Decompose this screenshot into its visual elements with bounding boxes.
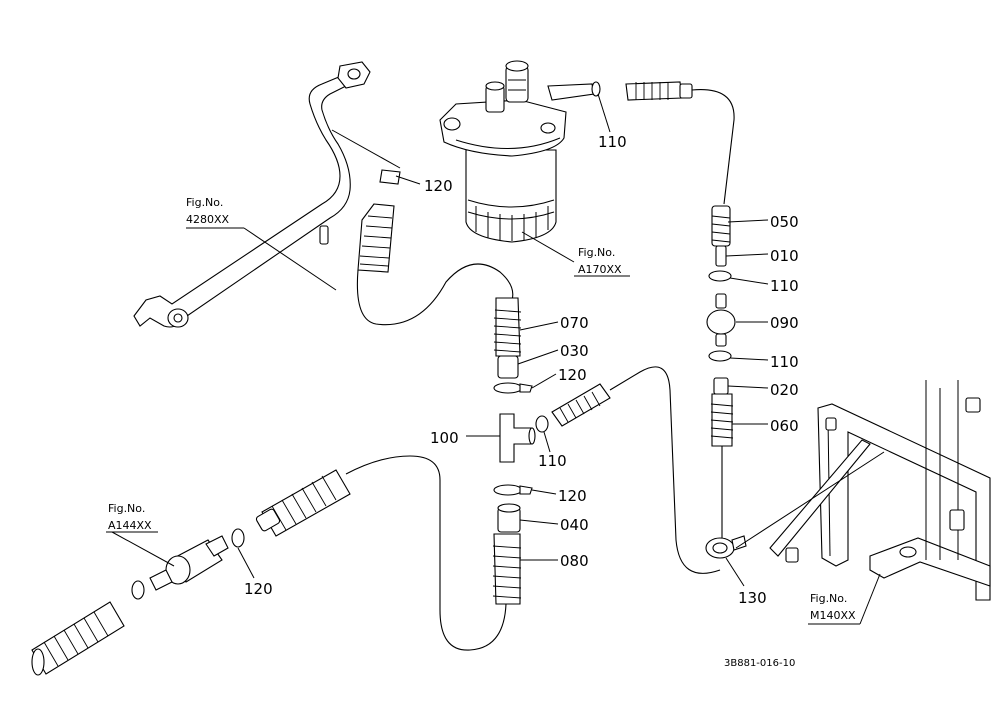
figure-references: Fig.No. 4280XX Fig.No. A170XX Fig.No. A1… (108, 196, 856, 622)
fig-ref-m140-number: M140XX (810, 609, 856, 622)
part-label-120-center-lower: 120 (558, 487, 587, 505)
drawing-code: 3B881-016-10 (724, 658, 795, 669)
fig-ref-4280-heading: Fig.No. (186, 196, 223, 209)
part-label-110-right-lower: 110 (770, 353, 799, 371)
injection-pipe-assembly (133, 61, 371, 328)
part-label-030: 030 (560, 342, 589, 360)
part-label-060: 060 (770, 417, 799, 435)
fuel-filter-assembly (439, 60, 601, 243)
part-label-080: 080 (560, 552, 589, 570)
frame-bracket (769, 380, 991, 601)
part-label-120-center-upper: 120 (558, 366, 587, 384)
part-label-120-upper-left: 120 (424, 177, 453, 195)
fig-ref-4280-number: 4280XX (186, 213, 230, 226)
right-hose-stack (625, 81, 747, 559)
center-hose-stack (345, 297, 721, 651)
part-label-120-lower-left: 120 (244, 580, 273, 598)
part-label-110-right-upper: 110 (770, 277, 799, 295)
part-label-020: 020 (770, 381, 799, 399)
lower-left-hose-assembly (31, 469, 351, 676)
part-number-labels: 110 120 050 010 110 090 070 030 110 120 … (244, 133, 799, 607)
part-label-010: 010 (770, 247, 799, 265)
part-label-070: 070 (560, 314, 589, 332)
fig-ref-a144-heading: Fig.No. (108, 502, 145, 515)
fig-ref-m140-heading: Fig.No. (810, 592, 847, 605)
part-label-110-top: 110 (598, 133, 627, 151)
part-label-040: 040 (560, 516, 589, 534)
part-label-110-center: 110 (538, 452, 567, 470)
part-label-050: 050 (770, 213, 799, 231)
return-hose-upper (356, 169, 514, 326)
part-label-090: 090 (770, 314, 799, 332)
part-label-130: 130 (738, 589, 767, 607)
fig-ref-a170-heading: Fig.No. (578, 246, 615, 259)
part-label-100: 100 (430, 429, 459, 447)
fig-ref-a144-number: A144XX (108, 519, 152, 532)
fig-ref-a170-number: A170XX (578, 263, 622, 276)
leader-lines (106, 93, 885, 625)
